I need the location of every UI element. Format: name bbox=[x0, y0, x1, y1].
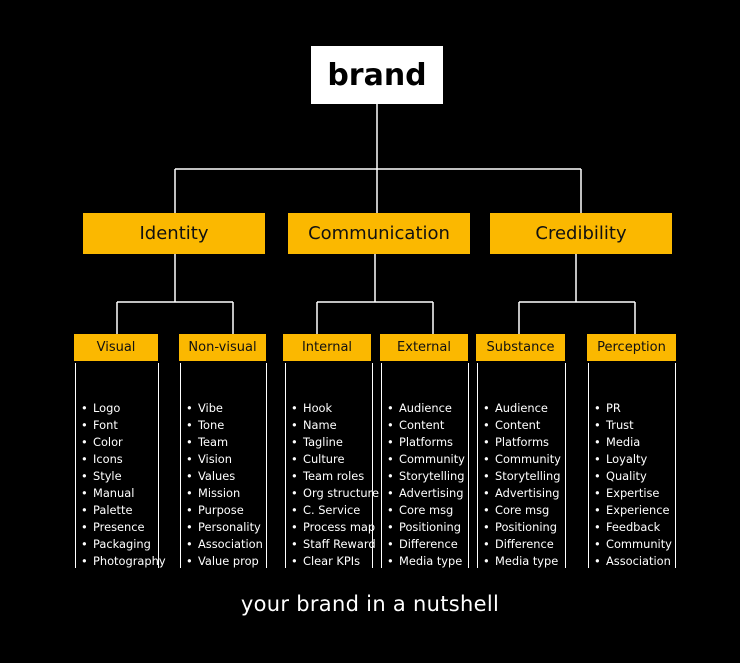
list-item: Packaging bbox=[81, 536, 158, 553]
list-item: Association bbox=[594, 553, 675, 570]
list-item: Icons bbox=[81, 451, 158, 468]
list-item: Staff Reward bbox=[291, 536, 376, 553]
list-item: Media bbox=[594, 434, 675, 451]
list-item: Value prop bbox=[186, 553, 266, 570]
list-item: Association bbox=[186, 536, 266, 553]
list-item: Culture bbox=[291, 451, 372, 468]
list-item: Difference bbox=[483, 536, 565, 553]
list-item: Platforms bbox=[483, 434, 565, 451]
list-item: Core msg bbox=[387, 502, 468, 519]
list-item: Expertise bbox=[594, 485, 675, 502]
list-item: Feedback bbox=[594, 519, 675, 536]
list-item: Audience bbox=[387, 400, 468, 417]
list-item: Media type bbox=[483, 553, 565, 570]
list-item: Color bbox=[81, 434, 158, 451]
pillar-credibility: Credibility bbox=[490, 213, 672, 254]
list-item: Presence bbox=[81, 519, 158, 536]
identity-connector bbox=[116, 254, 234, 334]
list-item: Tagline bbox=[291, 434, 372, 451]
list-item: Tone bbox=[186, 417, 266, 434]
group-perception: Perception bbox=[587, 334, 676, 361]
list-item: Hook bbox=[291, 400, 372, 417]
list-item: Storytelling bbox=[483, 468, 565, 485]
list-item: Core msg bbox=[483, 502, 565, 519]
list-item: Audience bbox=[483, 400, 565, 417]
list-item: Content bbox=[387, 417, 468, 434]
list-item: Personality bbox=[186, 519, 266, 536]
list-item: Logo bbox=[81, 400, 158, 417]
list-item: Advertising bbox=[483, 485, 565, 502]
list-visual: LogoFontColorIconsStyleManualPalettePres… bbox=[75, 363, 166, 570]
root-node: brand bbox=[311, 46, 443, 104]
pillar-communication: Communication bbox=[288, 213, 470, 254]
credibility-connector bbox=[518, 254, 636, 334]
list-item: Storytelling bbox=[387, 468, 468, 485]
list-non-visual: VibeToneTeamVisionValuesMissionPurposePe… bbox=[180, 363, 267, 568]
list-item: Positioning bbox=[387, 519, 468, 536]
list-item: Difference bbox=[387, 536, 468, 553]
list-item: Vibe bbox=[186, 400, 266, 417]
group-internal: Internal bbox=[283, 334, 371, 361]
list-item: Style bbox=[81, 468, 158, 485]
list-item: Process map bbox=[291, 519, 375, 536]
list-item: Team roles bbox=[291, 468, 372, 485]
list-internal: HookNameTaglineCultureTeam rolesOrg stru… bbox=[285, 363, 379, 570]
list-item: Team bbox=[186, 434, 266, 451]
list-item: Quality bbox=[594, 468, 675, 485]
list-item: Platforms bbox=[387, 434, 468, 451]
list-item: Org structure bbox=[291, 485, 379, 502]
group-non-visual: Non-visual bbox=[179, 334, 266, 361]
list-item: Photography bbox=[81, 553, 166, 570]
group-external: External bbox=[380, 334, 468, 361]
list-perception: PRTrustMediaLoyaltyQualityExpertiseExper… bbox=[588, 363, 676, 568]
list-item: Community bbox=[387, 451, 468, 468]
list-item: Advertising bbox=[387, 485, 468, 502]
group-substance: Substance bbox=[476, 334, 565, 361]
list-item: Clear KPIs bbox=[291, 553, 372, 570]
caption: your brand in a nutshell bbox=[240, 592, 500, 616]
list-item: Trust bbox=[594, 417, 675, 434]
group-visual: Visual bbox=[74, 334, 158, 361]
list-item: Palette bbox=[81, 502, 158, 519]
list-item: Values bbox=[186, 468, 266, 485]
list-item: Purpose bbox=[186, 502, 266, 519]
root-connector bbox=[174, 104, 582, 213]
list-substance: AudienceContentPlatformsCommunityStoryte… bbox=[477, 363, 566, 568]
list-item: Positioning bbox=[483, 519, 565, 536]
list-item: Media type bbox=[387, 553, 468, 570]
list-item: Font bbox=[81, 417, 158, 434]
list-item: Community bbox=[594, 536, 675, 553]
list-item: Name bbox=[291, 417, 372, 434]
list-item: Mission bbox=[186, 485, 266, 502]
list-item: Community bbox=[483, 451, 565, 468]
list-external: AudienceContentPlatformsCommunityStoryte… bbox=[381, 363, 469, 568]
list-item: Content bbox=[483, 417, 565, 434]
communication-connector bbox=[316, 254, 434, 334]
list-item: Manual bbox=[81, 485, 158, 502]
list-item: PR bbox=[594, 400, 675, 417]
list-item: C. Service bbox=[291, 502, 372, 519]
pillar-identity: Identity bbox=[83, 213, 265, 254]
list-item: Experience bbox=[594, 502, 675, 519]
list-item: Loyalty bbox=[594, 451, 675, 468]
list-item: Vision bbox=[186, 451, 266, 468]
